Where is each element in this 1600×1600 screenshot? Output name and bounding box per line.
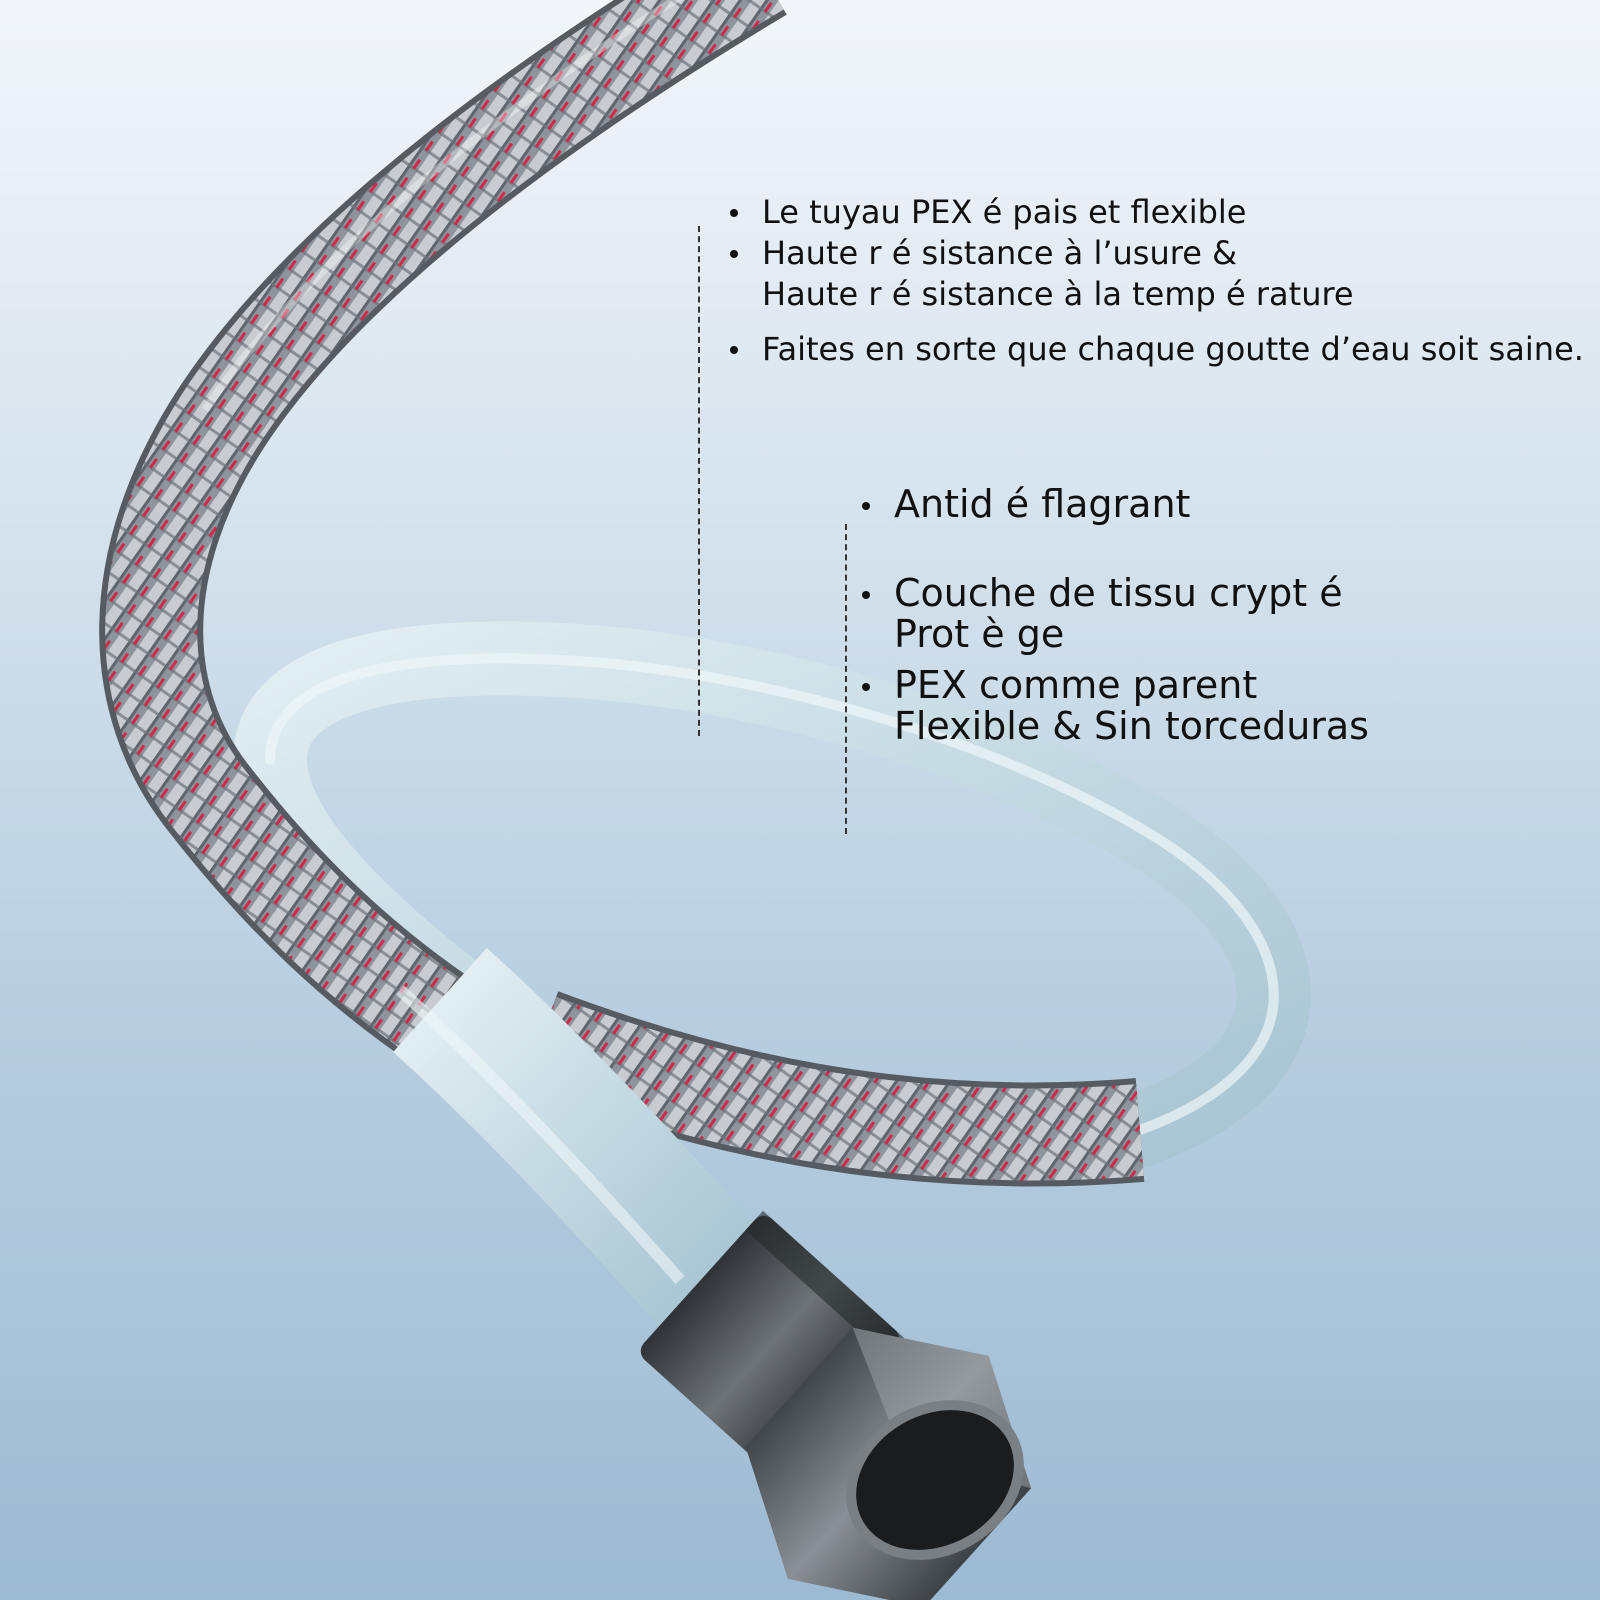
pex-tail (393, 947, 773, 1337)
feature-text: Prot è ge (894, 612, 1065, 656)
feature-item: Le tuyau PEX é pais et flexible (726, 192, 1586, 233)
feature-text: Antid é flagrant (894, 482, 1191, 526)
feature-text: PEX comme parent (894, 663, 1258, 707)
feature-item: PEX comme parent Flexible & Sin torcedur… (858, 665, 1558, 747)
feature-item: Couche de tissu crypt é Prot è ge (858, 573, 1558, 655)
callout-guide-top (698, 226, 700, 736)
feature-item: Faites en sorte que chaque goutte d’eau … (726, 329, 1586, 370)
feature-item: Antid é flagrant (858, 484, 1558, 525)
feature-text: Couche de tissu crypt é (894, 571, 1343, 615)
feature-item: Haute r é sistance à l’usure & Haute r é… (726, 233, 1586, 315)
feature-text: Le tuyau PEX é pais et flexible (762, 193, 1247, 231)
feature-text: Haute r é sistance à l’usure & (762, 234, 1238, 272)
nut-opening (851, 1405, 1019, 1555)
feature-text: Haute r é sistance à la temp é rature (762, 275, 1354, 313)
callout-guide-bottom (845, 524, 847, 834)
feature-text: Faites en sorte que chaque goutte d’eau … (762, 330, 1584, 368)
feature-list-top: Le tuyau PEX é pais et flexible Haute r … (726, 192, 1586, 370)
feature-text: Flexible & Sin torceduras (894, 704, 1369, 748)
feature-list-bottom: Antid é flagrant Couche de tissu crypt é… (858, 484, 1558, 747)
